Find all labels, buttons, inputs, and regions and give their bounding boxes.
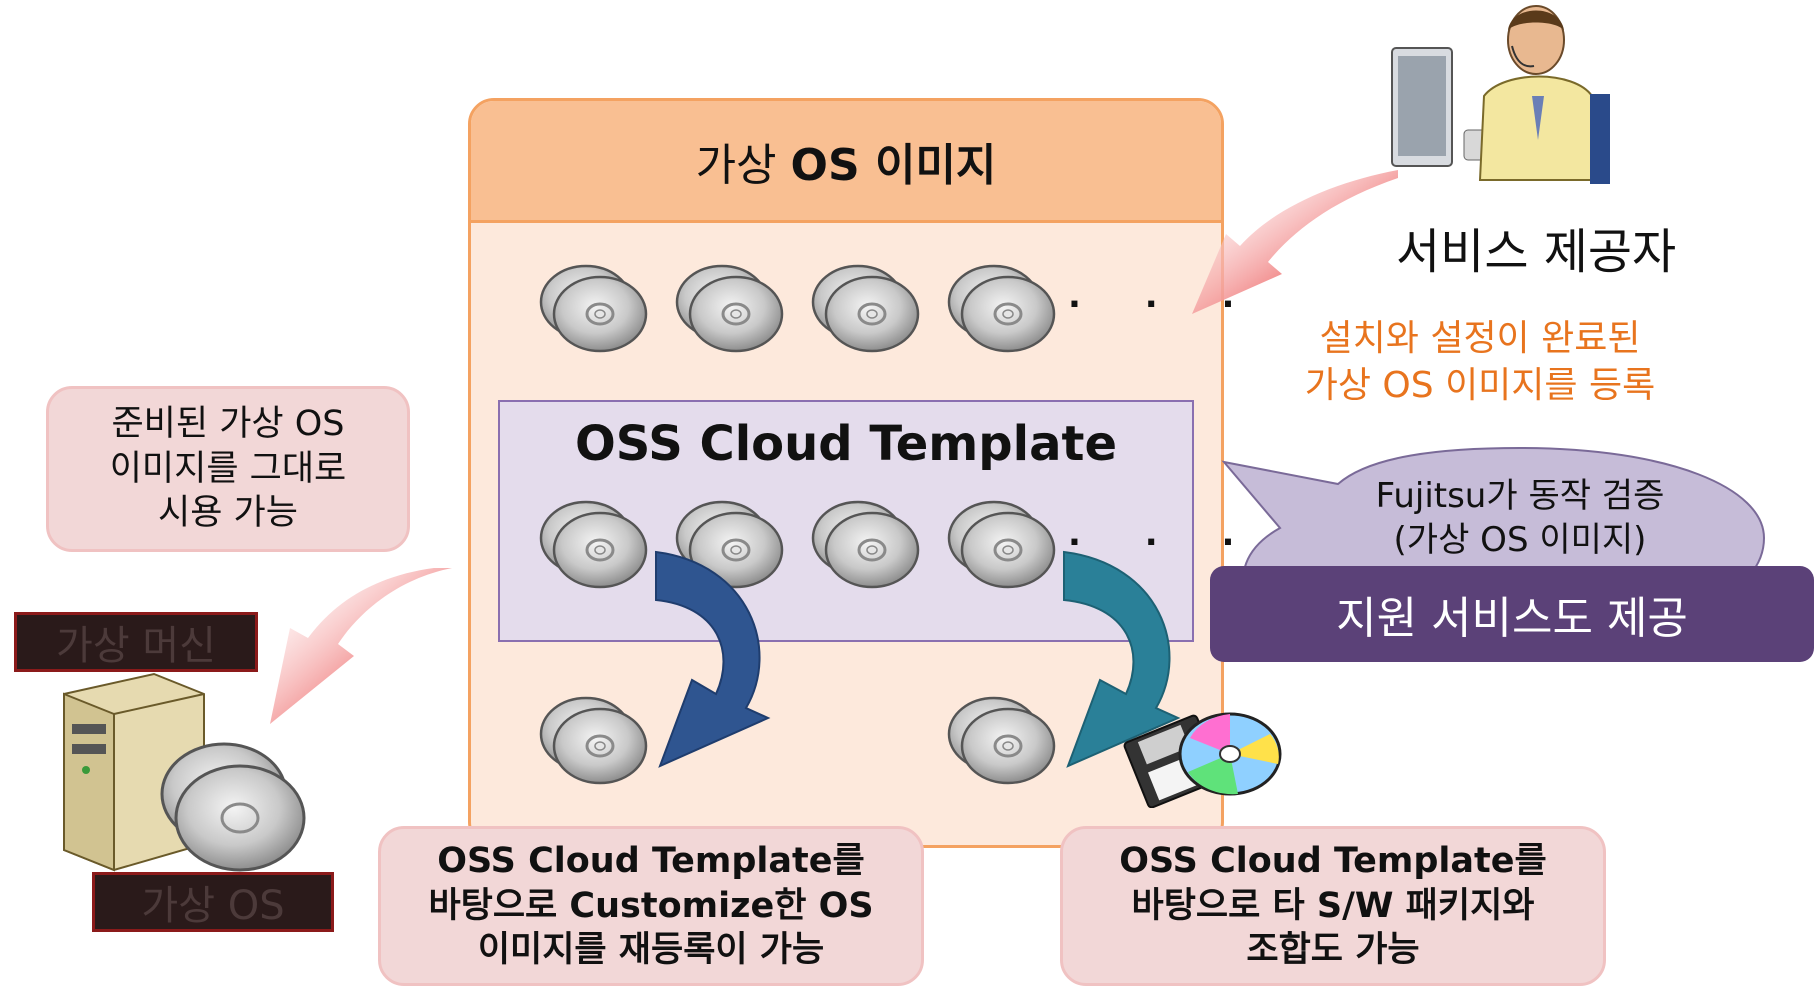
note-line: 조합도 가능: [1246, 930, 1420, 971]
register-text-line: 가상 OS 이미지를 등록: [1304, 364, 1656, 406]
verification-text-line: Fujitsu가 동작 검증: [1375, 476, 1665, 516]
note-line: 시용 가능: [158, 493, 298, 534]
ready-image-note: 준비된 가상 OS 이미지를 그대로 시용 가능: [46, 386, 410, 552]
combine-curved-arrow-icon: [1063, 550, 1181, 768]
verification-text-line: (가상 OS 이미지): [1393, 520, 1647, 561]
software-package-icon: [1123, 712, 1282, 808]
header-title-prefix: 가상: [695, 139, 777, 191]
note-line: 이미지를 그대로: [109, 448, 347, 489]
note-line: OSS Cloud Template를: [1119, 840, 1547, 881]
combine-package-note: OSS Cloud Template를 바탕으로 타 S/W 패키지와 조합도 …: [1060, 826, 1606, 986]
customized-disc-icon: [538, 694, 650, 786]
service-provider-person-icon: [1391, 5, 1610, 184]
more-templates-ellipsis: . . .: [1068, 514, 1261, 554]
template-disc-icon: [810, 498, 922, 590]
virtual-os-image-header: 가상 OS 이미지: [471, 101, 1221, 223]
note-line: 이미지를 재등록이 가능: [477, 930, 825, 971]
note-line: 바탕으로 타 S/W 패키지와: [1131, 885, 1535, 926]
os-image-disc-icon: [674, 262, 786, 354]
oss-cloud-template-title: OSS Cloud Template: [574, 416, 1118, 472]
note-line: OSS Cloud Template를: [437, 840, 865, 881]
note-line: 준비된 가상 OS: [111, 403, 345, 444]
verification-text: Fujitsu가 동작 검증 (가상 OS 이미지): [1270, 474, 1770, 562]
customize-curved-arrow-icon: [655, 550, 771, 768]
combined-disc-icon: [946, 694, 1058, 786]
support-service-band: 지원 서비스도 제공: [1210, 566, 1814, 662]
os-image-disc-icon: [946, 262, 1058, 354]
virtual-machine-server-icon: [63, 672, 306, 872]
virtual-machine-label: 가상 머신: [14, 612, 258, 672]
service-provider-label: 서비스 제공자: [1396, 224, 1677, 280]
register-image-text: 설치와 설정이 완료된 가상 OS 이미지를 등록: [1270, 316, 1690, 410]
template-disc-icon: [946, 498, 1058, 590]
header-title-bold: OS 이미지: [790, 139, 997, 191]
os-image-disc-icon: [810, 262, 922, 354]
os-image-disc-icon: [538, 262, 650, 354]
use-image-arrow-icon: [270, 568, 452, 724]
template-disc-icon: [538, 498, 650, 590]
note-line: 바탕으로 Customize한 OS: [428, 885, 874, 926]
customize-note: OSS Cloud Template를 바탕으로 Customize한 OS 이…: [378, 826, 924, 986]
virtual-os-label: 가상 OS: [92, 872, 334, 932]
register-text-line: 설치와 설정이 완료된: [1319, 318, 1641, 359]
register-arrow-icon: [1192, 170, 1398, 314]
